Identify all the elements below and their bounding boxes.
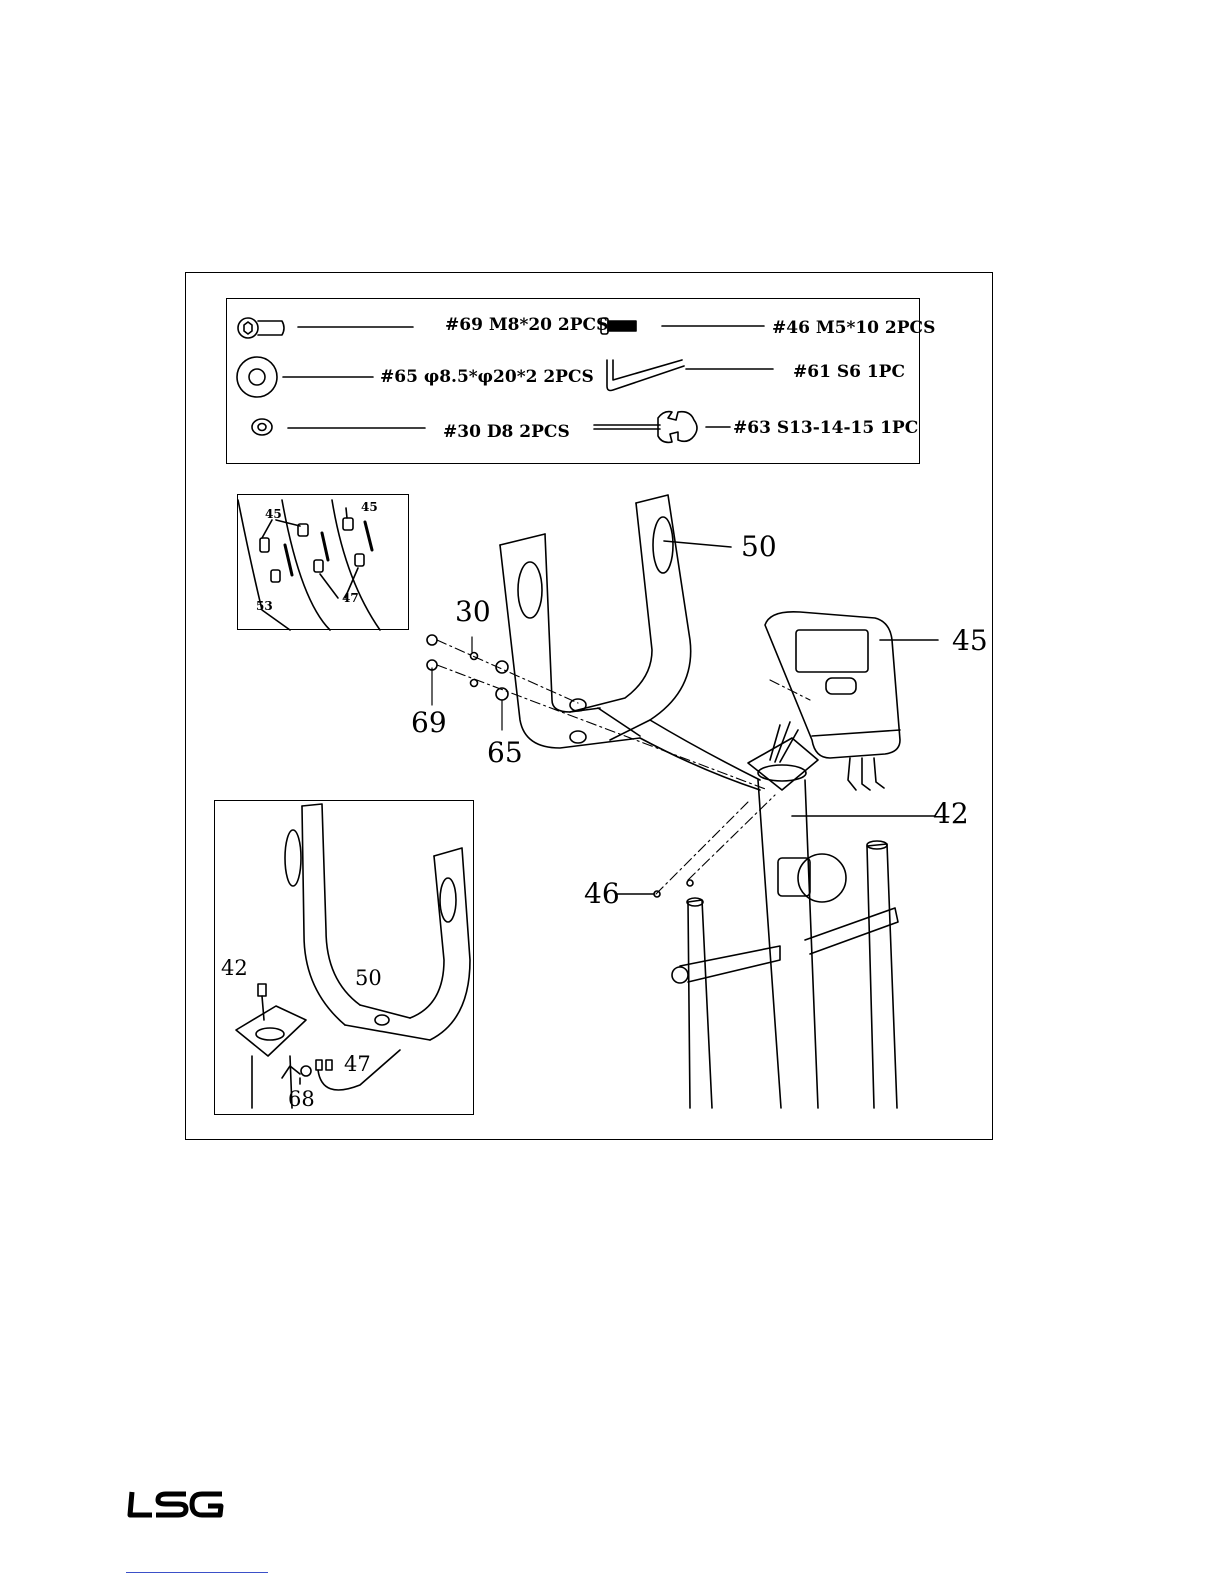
callout-washer-d8: 30 (455, 598, 491, 626)
hardware-label-65: #65 φ8.5*φ20*2 2PCS (380, 369, 594, 386)
console-drawing (765, 612, 938, 790)
flat-washer-icon (237, 357, 277, 397)
inset-callout-handpulse-wire: 47 (342, 592, 359, 604)
multi-wrench-icon (594, 412, 697, 443)
inset-callout-grommet: 68 (288, 1089, 315, 1110)
allen-key-icon (607, 360, 684, 391)
handlebar-drawing (500, 495, 760, 790)
inset-callout-handlebar: 50 (355, 968, 382, 989)
inset-callout-console-wire-left: 45 (265, 508, 282, 520)
hardware-label-63: #63 S13-14-15 1PC (733, 420, 918, 437)
upright-post-drawing (748, 722, 935, 1108)
callout-bolt: 69 (411, 709, 447, 737)
callout-console: 45 (952, 627, 988, 655)
screw-pair-drawing (617, 880, 693, 897)
hardware-label-61: #61 S6 1PC (793, 364, 905, 381)
bolt-m8-icon (238, 318, 284, 338)
lsg-logo-icon (126, 1488, 226, 1520)
callout-screw: 46 (584, 880, 620, 908)
spring-washer-icon (252, 419, 272, 435)
callout-upright-post: 42 (933, 800, 969, 828)
hardware-label-69: #69 M8*20 2PCS (445, 317, 608, 334)
inset-callout-sensor-wire: 53 (256, 600, 273, 612)
hardware-label-30: #30 D8 2PCS (443, 424, 570, 441)
frame-rails-drawing (672, 841, 898, 1108)
callout-flat-washer: 65 (487, 739, 523, 767)
inset-callout-handpulse-wire-detail: 47 (344, 1054, 371, 1075)
inset-callout-upright-post: 42 (221, 958, 248, 979)
inset-callout-console-wire-right: 45 (361, 501, 378, 513)
callout-handlebar: 50 (741, 533, 777, 561)
leader-line-50 (664, 541, 731, 547)
footer-link-underline[interactable] (126, 1572, 268, 1573)
hardware-label-46: #46 M5*10 2PCS (772, 320, 935, 337)
